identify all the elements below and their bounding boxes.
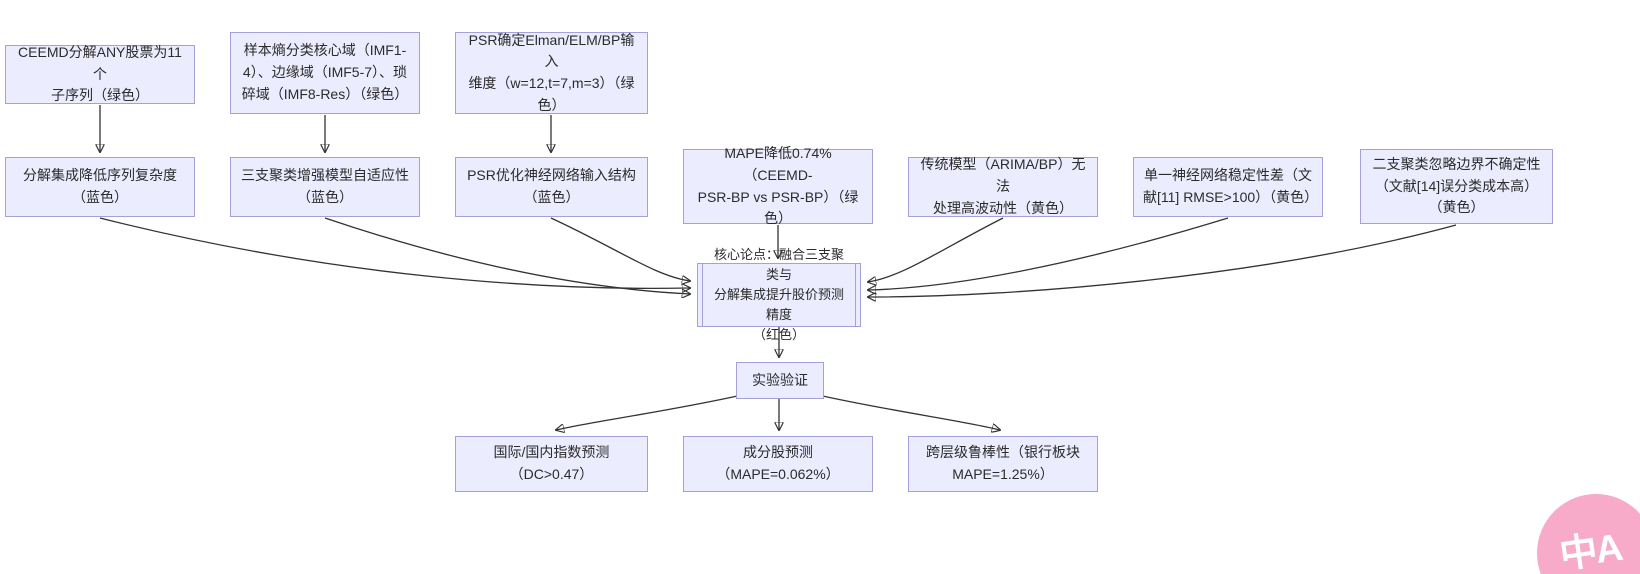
node-robust-label: 跨层级鲁棒性（银行板块 MAPE=1.25%） xyxy=(926,444,1080,482)
node-single-nn: 单一神经网络稳定性差（文 献[11] RMSE>100）（黄色） xyxy=(1133,157,1323,217)
node-component: 成分股预测 （MAPE=0.062%） xyxy=(683,436,873,492)
node-mape-label: MAPE降低0.74%（CEEMD- PSR-BP vs PSR-BP）（绿 色… xyxy=(697,145,859,227)
node-single-nn-label: 单一神经网络稳定性差（文 献[11] RMSE>100）（黄色） xyxy=(1143,167,1319,205)
node-three-way: 三支聚类增强模型自适应性 （蓝色） xyxy=(230,157,420,217)
node-component-label: 成分股预测 （MAPE=0.062%） xyxy=(716,444,840,482)
node-psr-opt: PSR优化神经网络输入结构 （蓝色） xyxy=(455,157,648,217)
node-two-way: 二支聚类忽略边界不确定性 （文献[14]误分类成本高） （黄色） xyxy=(1360,149,1553,224)
subroutine-bar-right xyxy=(855,264,856,326)
node-core-thesis-label: 核心论点：融合三支聚类与 分解集成提升股价预测精度 （红色） xyxy=(713,246,844,343)
edge-experiment-indexpred xyxy=(556,394,743,430)
node-core-thesis: 核心论点：融合三支聚类与 分解集成提升股价预测精度 （红色） xyxy=(697,247,861,342)
edge-twoway-core xyxy=(868,224,1457,297)
node-psr-dims: PSR确定Elman/ELM/BP输入 维度（w=12,t=7,m=3）（绿 色… xyxy=(455,32,648,114)
node-entropy-label: 样本熵分类核心域（IMF1- 4）、边缘域（IMF5-7）、琐 碎域（IMF8-… xyxy=(241,42,409,102)
edge-traditional-core xyxy=(868,217,1004,282)
edge-threeway-core xyxy=(324,217,690,294)
edge-singlenn-core xyxy=(868,217,1229,290)
node-ceemd-label: CEEMD分解ANY股票为11个 子序列（绿色） xyxy=(18,43,182,104)
node-decompose-label: 分解集成降低序列复杂度 （蓝色） xyxy=(23,167,177,205)
edge-psropt-core xyxy=(550,217,690,281)
node-experiment: 实验验证 xyxy=(736,362,824,399)
node-index-pred-label: 国际/国内指数预测 （DC>0.47） xyxy=(493,444,610,482)
translate-badge[interactable]: 中A xyxy=(1537,494,1640,574)
node-decompose: 分解集成降低序列复杂度 （蓝色） xyxy=(5,157,195,217)
subroutine-bar-left xyxy=(702,264,703,326)
node-traditional-label: 传统模型（ARIMA/BP）无法 处理高波动性（黄色） xyxy=(920,156,1086,216)
node-experiment-label: 实验验证 xyxy=(752,371,808,388)
node-index-pred: 国际/国内指数预测 （DC>0.47） xyxy=(455,436,648,492)
translate-badge-label: 中A xyxy=(1557,526,1624,574)
node-psr-dims-label: PSR确定Elman/ELM/BP输入 维度（w=12,t=7,m=3）（绿 色… xyxy=(468,31,635,113)
node-entropy: 样本熵分类核心域（IMF1- 4）、边缘域（IMF5-7）、琐 碎域（IMF8-… xyxy=(230,32,420,114)
node-three-way-label: 三支聚类增强模型自适应性 （蓝色） xyxy=(241,167,409,205)
node-psr-opt-label: PSR优化神经网络输入结构 （蓝色） xyxy=(467,167,636,205)
edge-decompose-core xyxy=(99,217,690,288)
node-mape: MAPE降低0.74%（CEEMD- PSR-BP vs PSR-BP）（绿 色… xyxy=(683,145,873,226)
node-traditional: 传统模型（ARIMA/BP）无法 处理高波动性（黄色） xyxy=(908,156,1098,217)
node-ceemd: CEEMD分解ANY股票为11个 子序列（绿色） xyxy=(5,43,195,104)
edge-experiment-robust xyxy=(817,394,1000,430)
node-robust: 跨层级鲁棒性（银行板块 MAPE=1.25%） xyxy=(908,436,1098,492)
node-two-way-label: 二支聚类忽略边界不确定性 （文献[14]误分类成本高） （黄色） xyxy=(1372,155,1541,216)
